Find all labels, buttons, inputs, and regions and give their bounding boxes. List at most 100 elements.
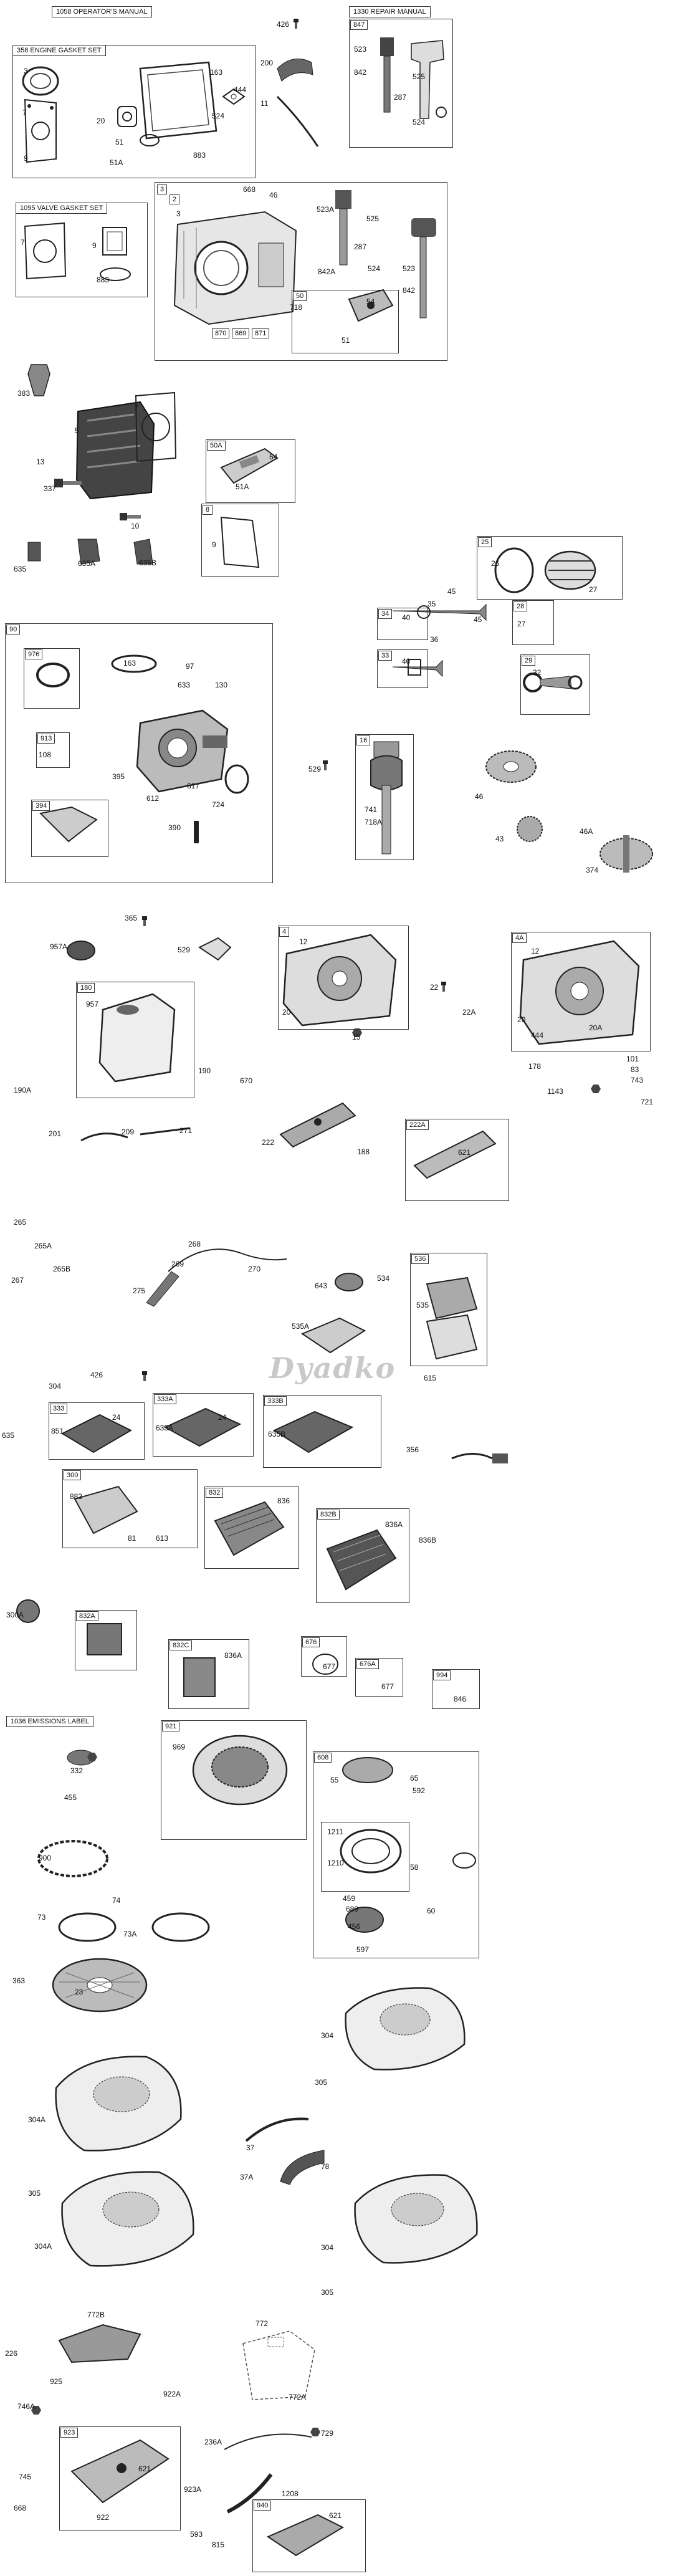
part-label: 270	[248, 1265, 261, 1273]
part-label: 9	[212, 540, 216, 549]
part-label: 35	[427, 600, 436, 608]
part-label: 635B	[139, 558, 157, 567]
box-676	[301, 1636, 347, 1677]
part-label: 73A	[123, 1930, 137, 1938]
float-bowl-seal	[221, 760, 252, 798]
crankcase-sump-4	[277, 929, 402, 1028]
tag-222a: 222A	[406, 1120, 429, 1130]
part-label: 74	[112, 1896, 121, 1905]
part-label: 1211	[327, 1827, 343, 1836]
part-label: 190	[198, 1066, 211, 1075]
part-label: 97	[186, 662, 194, 671]
blower-housing-921	[181, 1726, 299, 1820]
part-label: 23	[75, 1988, 84, 1996]
part-label: 51	[342, 336, 350, 345]
part-label: 635	[14, 565, 27, 573]
part-label: 621	[329, 2511, 342, 2520]
box-8	[201, 504, 279, 577]
nut	[310, 2428, 320, 2436]
part-label: 635B	[268, 1430, 286, 1439]
breather-cover	[346, 287, 396, 327]
box-28	[512, 600, 554, 645]
main-jet	[190, 820, 203, 845]
part-label: 842	[403, 286, 416, 295]
part-label: 677	[323, 1662, 336, 1671]
part-label: 7	[134, 403, 138, 412]
part-label: 209	[122, 1128, 135, 1136]
box-90	[5, 623, 273, 883]
box-333	[49, 1402, 145, 1460]
part-label: 265A	[34, 1242, 52, 1250]
box-832b	[316, 1508, 409, 1603]
tag-29: 29	[522, 656, 536, 666]
part-label: 54	[366, 297, 375, 306]
valve-cover-50a	[215, 443, 284, 492]
part-label: 304	[49, 1382, 62, 1391]
air-filter-base	[296, 1315, 371, 1359]
part-label: 615	[424, 1374, 437, 1382]
part-label: 101	[626, 1055, 639, 1063]
part-label: 20	[97, 117, 105, 125]
starter-pulley	[337, 1751, 399, 1789]
part-label: 46	[475, 792, 484, 801]
part-label: 78	[321, 2162, 330, 2171]
tag-3: 3	[157, 184, 168, 194]
part-label: 51A	[236, 482, 249, 491]
control-lever	[140, 1265, 190, 1309]
part-label: 455	[64, 1793, 77, 1802]
part-label: 922A	[163, 2390, 181, 2398]
part-label: 60	[427, 1907, 436, 1915]
valve-intake	[386, 595, 492, 630]
tag-16: 16	[356, 735, 371, 745]
muffler-832b	[321, 1524, 402, 1599]
box-536	[410, 1253, 487, 1366]
part-label: 58	[410, 1863, 419, 1872]
part-label: 635	[2, 1431, 15, 1440]
part-label: 11	[260, 99, 269, 108]
dipstick	[399, 206, 449, 324]
control-plate-940	[262, 2509, 349, 2562]
tag-180: 180	[77, 983, 95, 993]
part-label: 222	[262, 1138, 275, 1147]
part-label: 305	[28, 2189, 41, 2198]
box-180	[76, 982, 194, 1098]
part-label: 621	[138, 2464, 151, 2473]
carburetor-body	[128, 698, 246, 798]
part-label: 12	[531, 947, 540, 955]
muffler-832	[209, 1496, 290, 1564]
part-label: 13	[36, 457, 45, 466]
blower-housing-304a-upper	[47, 2051, 190, 2157]
rotating-screens-73	[53, 1907, 215, 1948]
connecting-rod	[520, 658, 586, 707]
tag-300: 300	[64, 1470, 82, 1480]
part-label: 1143	[547, 1087, 563, 1096]
part-label: 1208	[282, 2489, 299, 2498]
tag-676: 676	[302, 1637, 320, 1647]
part-label: 287	[354, 242, 367, 251]
blower-housing-304a-lower	[53, 2166, 203, 2272]
spark-plug-wire	[449, 1446, 511, 1471]
tag-4a: 4A	[512, 933, 527, 943]
part-label: 275	[133, 1286, 146, 1295]
part-label: 836	[277, 1496, 290, 1505]
box-994	[432, 1669, 480, 1709]
box-25	[477, 536, 623, 600]
part-label: 745	[19, 2473, 32, 2481]
part-label: 523A	[317, 205, 335, 214]
part-label: 613	[156, 1534, 169, 1543]
part-label: 20	[282, 1008, 291, 1017]
part-label: 390	[168, 823, 181, 832]
recoil-spring	[333, 1823, 408, 1879]
part-label: 718A	[365, 818, 383, 826]
part-label: 51	[115, 138, 124, 146]
part-label: 743	[631, 1076, 644, 1085]
part-label: 772A	[289, 2393, 307, 2401]
screw	[140, 916, 149, 926]
part-label: 304A	[28, 2115, 46, 2124]
head-gasket	[131, 390, 181, 464]
timing-gear	[480, 745, 542, 788]
flexible-cable-923a	[221, 2468, 277, 2518]
part-label: 534	[377, 1274, 390, 1283]
box-832c	[168, 1639, 249, 1709]
box-923	[59, 2426, 181, 2531]
